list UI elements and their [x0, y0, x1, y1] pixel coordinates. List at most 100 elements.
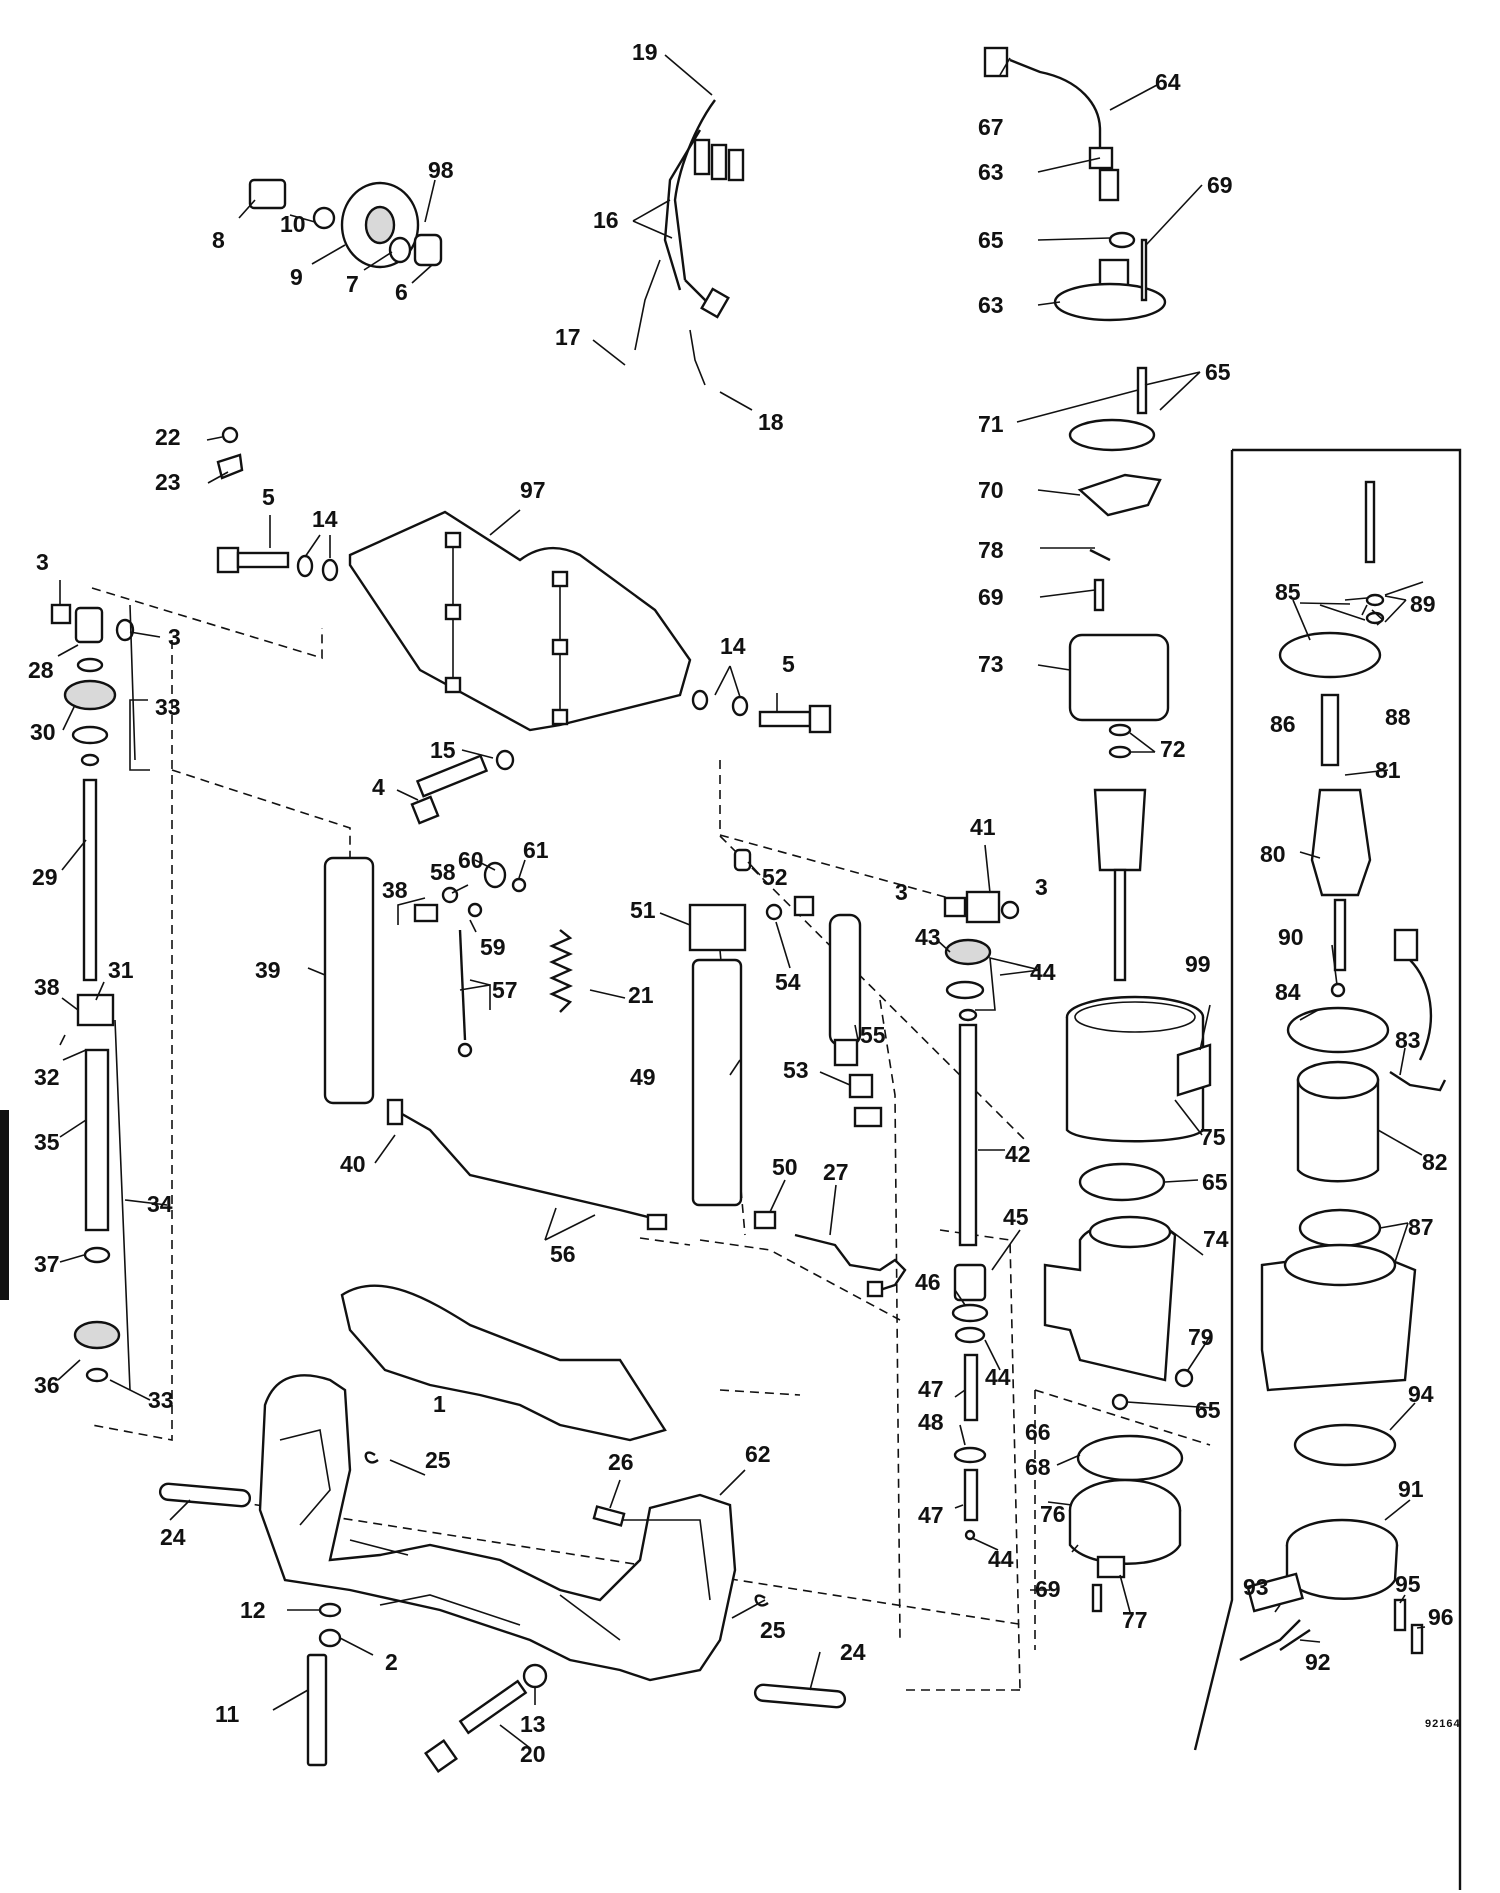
callout-47-upper: 47	[918, 1376, 944, 1402]
callout-18: 18	[758, 409, 784, 435]
callout-86: 86	[1270, 711, 1296, 737]
callout-90: 90	[1278, 924, 1304, 950]
callout-26: 26	[608, 1449, 634, 1475]
washer-12	[318, 1602, 342, 1618]
diagram-code: 92164	[1425, 1718, 1461, 1730]
oring-65-small	[1111, 1393, 1129, 1411]
screw-69	[1091, 1583, 1103, 1613]
spring-21	[549, 929, 573, 1013]
callout-35: 35	[34, 1129, 60, 1155]
callout-43: 43	[915, 924, 941, 950]
callout-8: 8	[212, 227, 225, 253]
swivel-bracket-62	[258, 1374, 737, 1682]
callout-labels: 19 16 17 18 98 8 10 9 7 6 22 23 5 14 97 …	[28, 39, 1454, 1767]
callout-3-right2: 3	[1035, 874, 1048, 900]
callout-82: 82	[1422, 1149, 1448, 1175]
callout-60: 60	[458, 847, 484, 873]
callout-9: 9	[290, 264, 303, 290]
callout-53: 53	[783, 1057, 809, 1083]
callout-21: 21	[628, 982, 654, 1008]
callout-36: 36	[34, 1372, 60, 1398]
callout-19: 19	[632, 39, 658, 65]
callout-13: 13	[520, 1711, 546, 1737]
motor-assembly-box	[1193, 448, 1462, 1890]
pin-24-right	[753, 1683, 847, 1709]
callout-59: 59	[480, 934, 506, 960]
callout-78: 78	[978, 537, 1004, 563]
callout-5-upper: 5	[262, 484, 275, 510]
callout-95: 95	[1395, 1571, 1421, 1597]
callout-3-right1: 3	[895, 879, 908, 905]
callout-38-mid: 38	[382, 877, 408, 903]
callout-98: 98	[428, 157, 454, 183]
line-27	[753, 1210, 907, 1298]
callout-88: 88	[1385, 704, 1411, 730]
callout-23: 23	[155, 469, 181, 495]
callout-70: 70	[978, 477, 1004, 503]
callout-15: 15	[430, 737, 456, 763]
callout-40: 40	[340, 1151, 366, 1177]
callout-85: 85	[1275, 579, 1301, 605]
piston-rod-group	[943, 890, 1020, 1541]
clip-25-left	[364, 1451, 379, 1464]
callout-25-right: 25	[760, 1617, 786, 1643]
bolt-20	[458, 1679, 528, 1735]
callout-68: 68	[1025, 1454, 1051, 1480]
callout-97: 97	[520, 477, 546, 503]
callout-30: 30	[30, 719, 56, 745]
callout-29: 29	[32, 864, 58, 890]
callout-83: 83	[1395, 1027, 1421, 1053]
callout-22: 22	[155, 424, 181, 450]
callout-63-lower: 63	[978, 292, 1004, 318]
callout-72: 72	[1160, 736, 1186, 762]
callout-75: 75	[1200, 1124, 1226, 1150]
callout-65-b: 65	[1205, 359, 1231, 385]
pump-motor-column	[983, 46, 1170, 982]
callout-79: 79	[1188, 1324, 1214, 1350]
callout-87: 87	[1408, 1214, 1434, 1240]
gasket-66	[1076, 1434, 1184, 1482]
callout-5-right: 5	[782, 651, 795, 677]
pivot-bolt-upper	[216, 546, 339, 582]
motor-frame-75	[1065, 995, 1212, 1143]
motor-assembly-parts	[1239, 480, 1447, 1662]
bolt-11	[306, 1653, 328, 1767]
washer-13	[522, 1663, 548, 1689]
callout-52: 52	[762, 864, 788, 890]
swivel-bracket-detail	[279, 1429, 711, 1641]
callout-33-upper: 33	[155, 694, 181, 720]
callout-32: 32	[34, 1064, 60, 1090]
callout-24-left: 24	[160, 1524, 186, 1550]
callout-77: 77	[1122, 1607, 1148, 1633]
callout-71: 71	[978, 411, 1004, 437]
page-edge-marker	[0, 1110, 9, 1300]
clip	[216, 426, 244, 480]
callout-62: 62	[745, 1441, 771, 1467]
callout-57: 57	[492, 977, 518, 1003]
callout-45: 45	[1003, 1204, 1029, 1230]
callout-44-mid: 44	[985, 1364, 1011, 1390]
switch-assembly	[248, 178, 443, 269]
callout-44-upper: 44	[1030, 959, 1056, 985]
cylinder-39	[323, 856, 375, 1105]
callout-81: 81	[1375, 757, 1401, 783]
callout-16: 16	[593, 207, 619, 233]
callout-49: 49	[630, 1064, 656, 1090]
callout-91: 91	[1398, 1476, 1424, 1502]
callout-33-lower: 33	[148, 1387, 174, 1413]
callout-99: 99	[1185, 951, 1211, 977]
callout-4: 4	[372, 774, 385, 800]
callout-44-lower: 44	[988, 1546, 1014, 1572]
clip-25-right	[754, 1594, 769, 1607]
callout-10: 10	[280, 211, 306, 237]
callout-55: 55	[860, 1022, 886, 1048]
callout-69-lower: 69	[1035, 1576, 1061, 1602]
bolt-20-head	[424, 1739, 458, 1773]
callout-39: 39	[255, 957, 281, 983]
callout-24-right: 24	[840, 1639, 866, 1665]
callout-69-upper: 69	[1207, 172, 1233, 198]
callout-41: 41	[970, 814, 996, 840]
callout-64: 64	[1155, 69, 1181, 95]
stern-bracket-cover	[348, 510, 692, 732]
callout-1: 1	[433, 1391, 446, 1417]
